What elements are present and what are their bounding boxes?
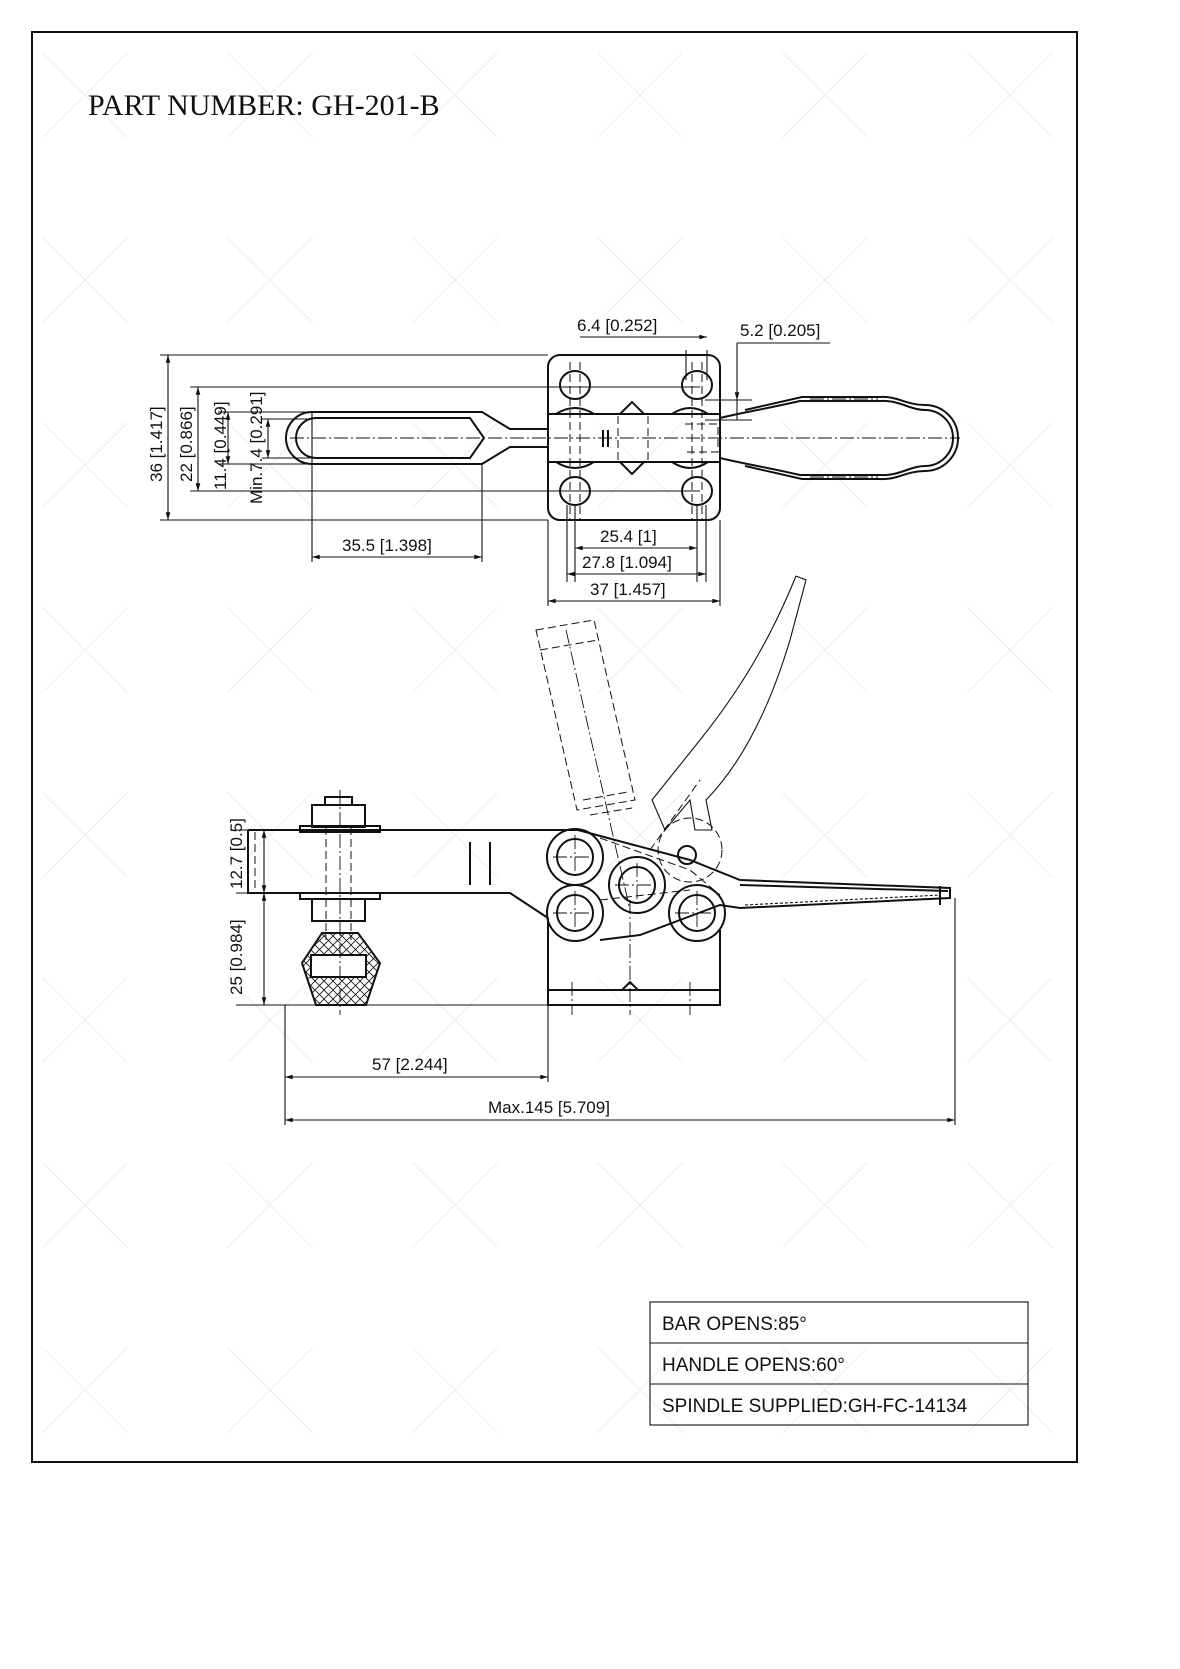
watermark-logo [42, 52, 128, 138]
spindle [299, 790, 382, 1015]
base [547, 918, 721, 1006]
handle-grip [719, 395, 959, 481]
handle-hatch [744, 894, 941, 906]
watermark-logo [412, 1347, 498, 1433]
watermark-logo [412, 237, 498, 323]
dim-max-145: Max.145 [5.709] [488, 1098, 610, 1117]
watermark-logo [227, 792, 313, 878]
watermark-logo [597, 1162, 683, 1248]
clamping-arm [247, 829, 578, 919]
watermark-logo [782, 977, 868, 1063]
watermark-logo [782, 792, 868, 878]
drawing-frame [31, 31, 1078, 1463]
base-plate [547, 354, 721, 521]
watermark-logo [967, 422, 1053, 508]
watermark-logo [42, 422, 128, 508]
watermark-logo [227, 607, 313, 693]
watermark-logo [227, 977, 313, 1063]
spec-handle-opens: HANDLE OPENS:60° [662, 1355, 845, 1376]
dim-12-7: 12.7 [0.5] [227, 818, 246, 889]
open-handle-phantom [649, 575, 807, 883]
watermark-logo [42, 792, 128, 878]
dim-25-4: 25.4 [1] [600, 527, 657, 546]
watermark-logo [227, 1347, 313, 1433]
watermark-logo [597, 977, 683, 1063]
watermark-layer [42, 52, 1053, 1433]
watermark-logo [967, 792, 1053, 878]
open-bar-phantom [535, 619, 636, 911]
top-dimensions [160, 334, 830, 606]
watermark-logo [782, 52, 868, 138]
watermark-logo [782, 1162, 868, 1248]
watermark-logo [597, 52, 683, 138]
side-dimensions [236, 829, 956, 1125]
watermark-logo [597, 237, 683, 323]
watermark-logo [597, 1347, 683, 1433]
watermark-logo [42, 977, 128, 1063]
watermark-logo [967, 237, 1053, 323]
dim-25: 25 [0.984] [227, 919, 246, 995]
watermark-logo [782, 237, 868, 323]
watermark-logo [42, 1347, 128, 1433]
watermark-logo [412, 1162, 498, 1248]
dim-27-8: 27.8 [1.094] [582, 553, 672, 572]
side-view: 12.7 [0.5] 25 [0.984] 57 [2.244] Max.145… [227, 575, 956, 1125]
watermark-logo [967, 1162, 1053, 1248]
watermark-logo [412, 52, 498, 138]
watermark-logo [782, 1347, 868, 1433]
watermark-logo [412, 792, 498, 878]
spec-table: BAR OPENS:85° HANDLE OPENS:60° SPINDLE S… [649, 1301, 1029, 1426]
watermark-logo [42, 607, 128, 693]
watermark-logo [967, 977, 1053, 1063]
dim-57: 57 [2.244] [372, 1055, 448, 1074]
watermark-logo [227, 52, 313, 138]
watermark-logo [782, 607, 868, 693]
mounting-holes [559, 362, 713, 520]
watermark-logo [597, 607, 683, 693]
dim-35-5: 35.5 [1.398] [342, 536, 432, 555]
spec-bar-opens: BAR OPENS:85° [662, 1314, 807, 1335]
part-number-title: PART NUMBER: GH-201-B [88, 89, 440, 122]
watermark-logo [227, 1162, 313, 1248]
watermark-logo [227, 237, 313, 323]
watermark-logo [412, 607, 498, 693]
spec-spindle-supplied: SPINDLE SUPPLIED:GH-FC-14134 [662, 1396, 968, 1417]
watermark-logo [42, 1162, 128, 1248]
dim-22: 22 [0.866] [177, 406, 196, 482]
dim-5-2: 5.2 [0.205] [740, 321, 820, 340]
dim-36: 36 [1.417] [147, 406, 166, 482]
dim-6-4: 6.4 [0.252] [577, 316, 657, 335]
dim-min-7-4: Min.7.4 [0.291] [247, 392, 266, 504]
top-view: 36 [1.417] 22 [0.866] 11.4 [0.449] Min.7… [147, 316, 960, 606]
watermark-logo [967, 52, 1053, 138]
watermark-logo [597, 792, 683, 878]
dim-11-4: 11.4 [0.449] [211, 401, 230, 490]
watermark-logo [782, 422, 868, 508]
watermark-logo [967, 1347, 1053, 1433]
pivot-pins [546, 828, 726, 942]
watermark-logo [42, 237, 128, 323]
watermark-logo [967, 607, 1053, 693]
watermark-logo [412, 977, 498, 1063]
dim-37: 37 [1.457] [590, 580, 666, 599]
watermark-logo [227, 422, 313, 508]
